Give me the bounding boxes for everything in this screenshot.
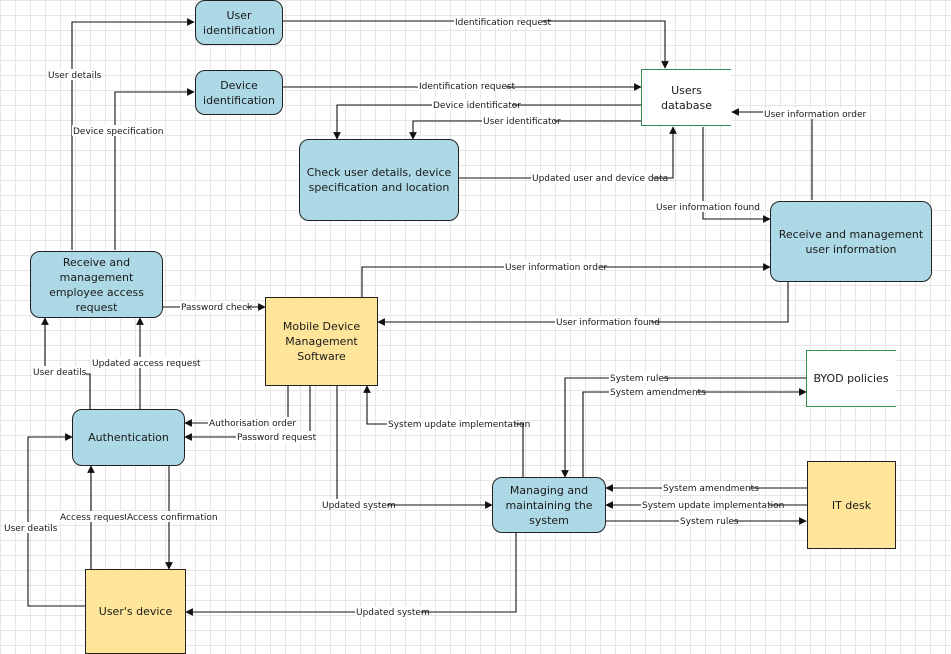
flow-device-identificator — [333, 104, 641, 140]
flow-system-amendments-1 — [582, 388, 807, 477]
receive-access-request-process[interactable]: Receive and management employee access r… — [30, 251, 163, 318]
receive-user-information-label: Receive and management user information — [778, 227, 924, 256]
authentication-process[interactable]: Authentication — [72, 409, 185, 466]
label-updated-system-2: Updated system — [356, 608, 430, 618]
label-user-deatils-2: User deatils — [4, 524, 58, 534]
label-system-amendments-1: System amendments — [610, 388, 706, 398]
users-database-store[interactable]: Users database — [641, 69, 731, 126]
users-device-entity[interactable]: User's device — [85, 569, 186, 654]
label-authorisation-order: Authorisation order — [209, 419, 296, 429]
label-identification-request-2: Identification request — [419, 82, 516, 92]
label-device-identificator: Device identificator — [433, 101, 521, 111]
flow-user-information-found — [377, 282, 789, 326]
flow-updated-system-1 — [336, 386, 493, 509]
flow-password-request — [184, 386, 311, 441]
flow-system-rules-1 — [561, 377, 806, 478]
it-desk-label: IT desk — [831, 498, 872, 512]
mdm-software-entity[interactable]: Mobile Device Management Software — [265, 297, 378, 386]
user-identification-label: User identification — [203, 8, 275, 37]
user-identification-process[interactable]: User identification — [195, 0, 283, 45]
flow-user-information-order-db — [731, 108, 813, 200]
label-updated-user-device-data: Updated user and device data — [532, 174, 668, 184]
byod-policies-store[interactable]: BYOD policies — [806, 350, 896, 407]
flow-user-information-order — [361, 263, 771, 297]
flow-user-deatils-1 — [41, 317, 91, 409]
label-user-information-order: User information order — [505, 263, 607, 273]
label-system-amendments-2: System amendments — [663, 484, 759, 494]
label-access-request: Access request — [60, 513, 128, 523]
label-system-rules-1: System rules — [610, 374, 669, 384]
device-identification-label: Device identification — [203, 78, 275, 107]
authentication-label: Authentication — [88, 431, 169, 444]
label-user-information-found-db: User information found — [656, 203, 760, 213]
users-device-label: User's device — [98, 605, 173, 618]
device-identification-process[interactable]: Device identification — [195, 70, 283, 115]
users-database-label: Users database — [661, 83, 712, 112]
label-identification-request-1: Identification request — [455, 18, 552, 28]
flow-updated-system-2 — [185, 533, 517, 616]
flow-device-specification — [114, 88, 195, 250]
receive-access-request-label: Receive and management employee access r… — [49, 255, 144, 314]
label-user-details: User details — [48, 71, 102, 81]
label-updated-system-1: Updated system — [322, 501, 396, 511]
byod-policies-label: BYOD policies — [813, 372, 889, 385]
flow-identification-request-1 — [283, 20, 669, 69]
label-user-deatils-1: User deatils — [33, 368, 87, 378]
label-user-information-found: User information found — [556, 318, 660, 328]
label-access-confirmation: Access confirmation — [127, 513, 218, 523]
flow-user-identificator — [409, 120, 641, 140]
label-system-update-implementation-2: System update implementation — [642, 501, 784, 511]
managing-system-process[interactable]: Managing and maintaining the system — [492, 477, 606, 533]
flow-user-deatils-2 — [27, 433, 85, 607]
flow-user-details — [71, 18, 195, 250]
label-password-request: Password request — [237, 433, 317, 443]
mdm-software-label: Mobile Device Management Software — [282, 320, 361, 363]
label-user-identificator: User identificator — [483, 117, 561, 127]
label-device-specification: Device specification — [73, 127, 163, 137]
label-system-update-implementation-1: System update implementation — [388, 420, 530, 430]
label-user-information-order-db: User information order — [764, 110, 866, 120]
flow-system-update-implementation-1 — [363, 385, 524, 477]
it-desk-entity[interactable]: IT desk — [807, 461, 896, 549]
flow-updated-user-device-data — [459, 126, 677, 179]
check-user-details-label: Check user details, device specification… — [306, 166, 452, 194]
flow-user-information-found-db — [702, 127, 771, 223]
label-system-rules-2: System rules — [680, 517, 739, 527]
label-password-check: Password check — [181, 303, 253, 313]
managing-system-label: Managing and maintaining the system — [505, 483, 593, 527]
check-user-details-process[interactable]: Check user details, device specification… — [299, 139, 459, 221]
receive-user-information-process[interactable]: Receive and management user information — [770, 201, 932, 282]
label-updated-access-request: Updated access request — [92, 359, 201, 369]
